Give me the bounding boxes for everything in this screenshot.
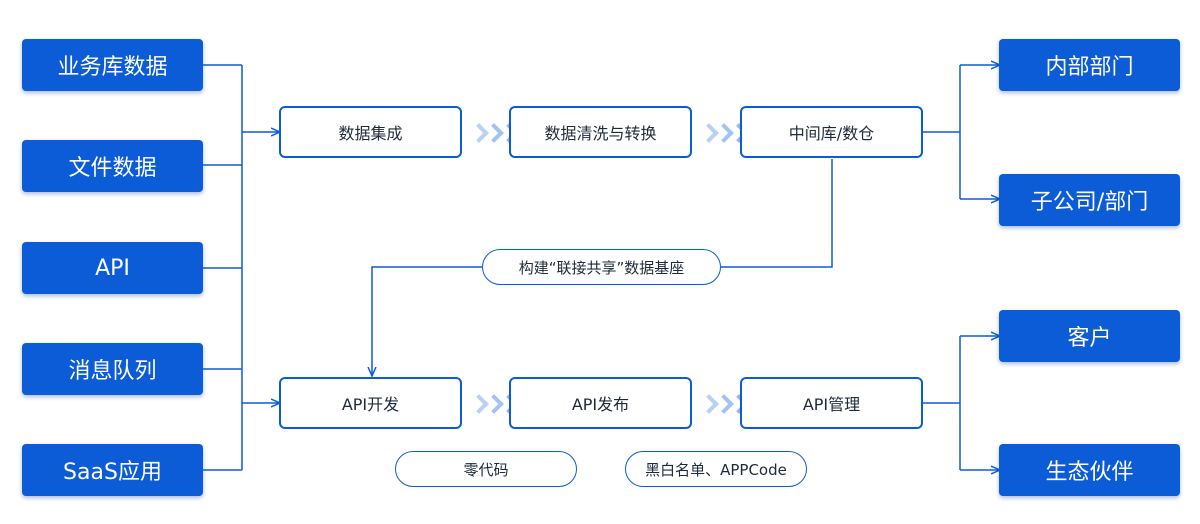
hub-label: 构建“联接共享”数据基座 xyxy=(482,249,721,285)
feature-zero-code: 零代码 xyxy=(395,451,577,487)
source-business-db: 业务库数据 xyxy=(22,39,203,91)
target-customer: 客户 xyxy=(999,310,1180,362)
target-subsidiary: 子公司/部门 xyxy=(999,174,1180,226)
source-message-queue: 消息队列 xyxy=(22,343,203,395)
feature-blacklist-appcode: 黑白名单、APPCode xyxy=(625,451,807,487)
step-data-warehouse: 中间库/数仓 xyxy=(740,106,923,158)
target-eco-partner: 生态伙伴 xyxy=(999,444,1180,496)
step-api-management: API管理 xyxy=(740,377,923,429)
step-data-integration: 数据集成 xyxy=(279,106,462,158)
step-api-publish: API发布 xyxy=(509,377,692,429)
source-file-data: 文件数据 xyxy=(22,140,203,192)
target-internal-dept: 内部部门 xyxy=(999,39,1180,91)
step-data-cleansing: 数据清洗与转换 xyxy=(509,106,692,158)
step-api-development: API开发 xyxy=(279,377,462,429)
source-api: API xyxy=(22,242,203,294)
source-saas-app: SaaS应用 xyxy=(22,444,203,496)
